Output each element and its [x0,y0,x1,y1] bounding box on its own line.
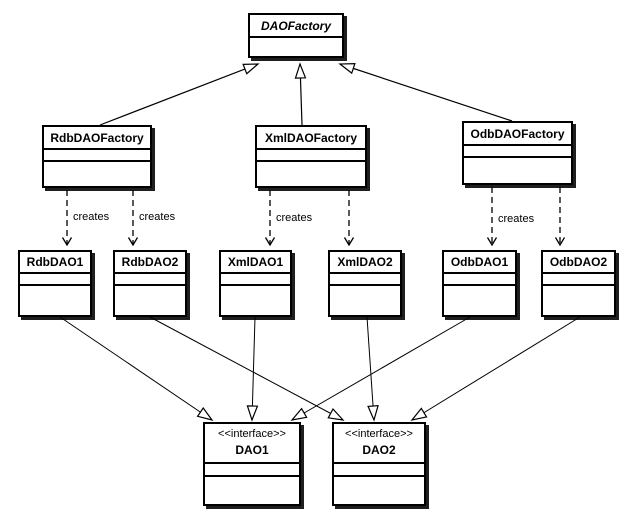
interface-header: <<interface>> DAO2 [334,424,424,459]
class-name: DAOFactory [260,18,331,33]
methods-compartment [330,284,400,315]
class-name: RdbDAO1 [26,255,84,269]
class-box-odbdao2: OdbDAO2 [541,250,616,317]
class-box-rdbdaofactory: RdbDAOFactory [42,125,152,188]
class-box-odbdaofactory: OdbDAOFactory [462,121,573,185]
attributes-compartment [205,462,299,475]
methods-compartment [257,160,365,186]
stereotype-label: <<interface>> [345,428,413,440]
connector-xmldao2-implements-dao2 [366,316,379,422]
class-name: RdbDAOFactory [50,130,144,145]
class-name: OdbDAO1 [450,255,509,269]
attributes-compartment [444,272,515,284]
methods-compartment [115,284,185,315]
connector-rdbdao2-implements-dao2 [149,316,345,421]
class-name: XmlDAOFactory [264,130,358,145]
class-box-xmldaofactory: XmlDAOFactory [255,125,367,188]
methods-compartment [20,284,90,315]
attributes-compartment [20,272,90,284]
connector-xmldao1-implements-dao1 [246,316,259,422]
attributes-compartment [334,462,424,475]
interface-name: DAO1 [235,443,269,457]
attributes-compartment [115,272,185,284]
attributes-compartment [221,272,290,284]
attributes-compartment [257,148,365,160]
connector-xmldaofactory-extends-daofactory [294,62,307,126]
connector-odbdao2-implements-dao2 [410,316,581,421]
attributes-compartment [464,144,571,156]
class-name: RdbDAO2 [121,255,179,269]
stereotype-label: <<interface>> [218,428,286,440]
class-box-odbdao1: OdbDAO1 [442,250,517,317]
class-name: XmlDAO2 [337,255,393,269]
methods-compartment [205,475,299,504]
connector-rdbdao1-implements-dao1 [59,316,214,422]
methods-compartment [44,160,150,186]
attributes-compartment [543,272,614,284]
class-name: OdbDAOFactory [470,126,565,141]
creates-label-xmldao1: creates [276,212,313,224]
methods-compartment [334,475,424,504]
connector-odbdaofactory-extends-daofactory [338,63,513,122]
methods-compartment [543,284,614,315]
class-box-xmldao2: XmlDAO2 [328,250,402,317]
attributes-compartment [44,148,150,160]
creates-label-odbdao1: creates [498,213,535,225]
methods-compartment [464,156,571,183]
class-box-xmldao1: XmlDAO1 [219,250,292,317]
methods-compartment [221,284,290,315]
attributes-compartment [330,272,400,284]
class-box-rdbdao2: RdbDAO2 [113,250,187,317]
connector-rdbdaofactory-extends-daofactory [99,63,260,126]
class-box-daofactory: DAOFactory [248,13,344,58]
class-name: XmlDAO1 [227,255,284,269]
class-box-rdbdao1: RdbDAO1 [18,250,92,317]
interface-header: <<interface>> DAO1 [205,424,299,459]
class-name: OdbDAO2 [549,255,608,269]
creates-label-rdbdao2: creates [139,211,176,223]
interface-box-dao2: <<interface>> DAO2 [332,422,426,506]
interface-box-dao1: <<interface>> DAO1 [203,422,301,506]
creates-label-rdbdao1: creates [73,211,110,223]
interface-name: DAO2 [362,443,396,457]
methods-compartment [444,284,515,315]
methods-compartment [250,36,342,56]
connector-odbdao1-implements-dao1 [290,316,471,421]
